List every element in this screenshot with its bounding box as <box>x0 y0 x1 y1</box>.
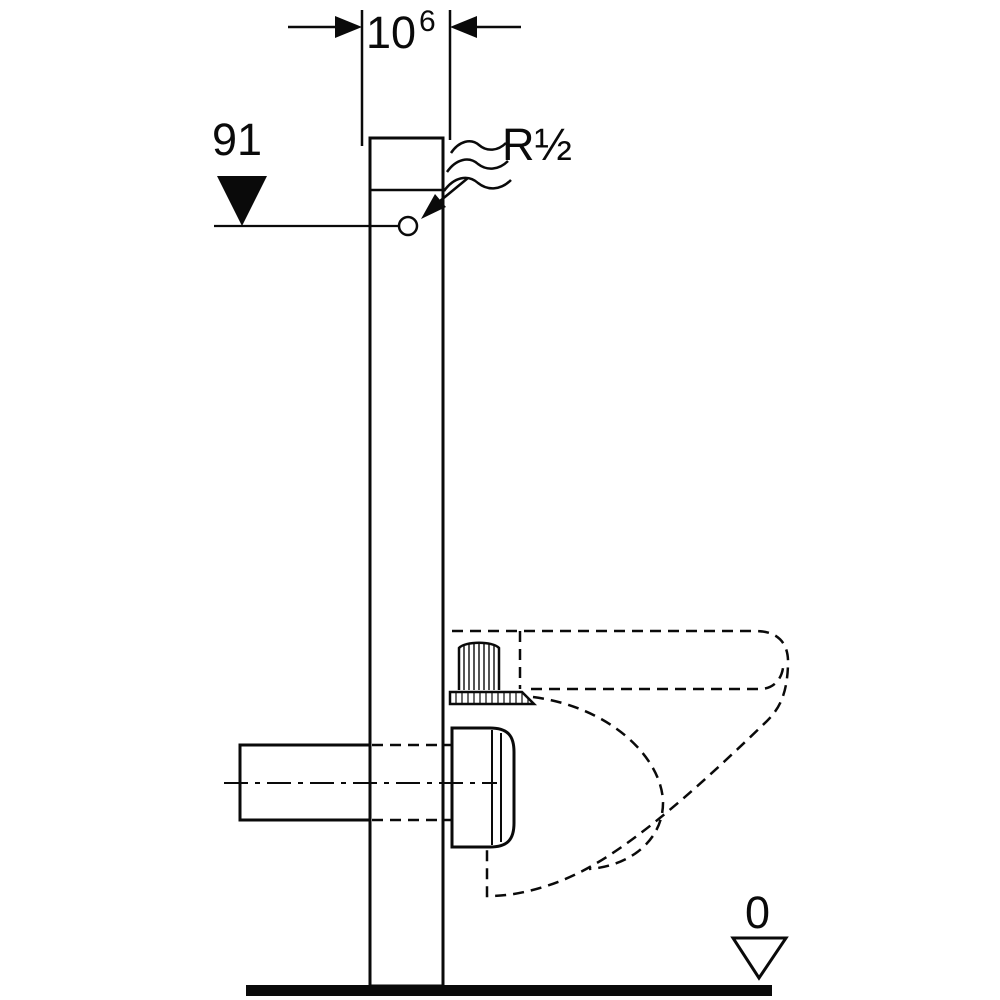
level-0-label: 0 <box>745 887 770 938</box>
toilet-bowl-inner <box>532 695 665 871</box>
dimension-arrowhead-right-icon <box>450 16 477 38</box>
depth-dimension-value: 10 <box>366 7 416 58</box>
water-supply-label: R½ <box>502 119 572 170</box>
floor-line <box>246 985 772 996</box>
level-marker-0: 0 <box>730 887 789 981</box>
water-wave-icon <box>449 140 507 154</box>
level-marker-91: 91 <box>212 114 399 228</box>
flush-bend-ribs <box>463 643 495 690</box>
depth-dimension-superscript: 6 <box>419 5 436 38</box>
level-91-label: 91 <box>212 114 262 165</box>
water-wave-icon <box>445 158 509 173</box>
water-connection-point <box>397 215 419 237</box>
module-body <box>368 136 445 988</box>
toilet-bowl-outer <box>452 629 790 898</box>
level-triangle-filled-icon <box>217 176 267 226</box>
dimension-arrowhead-left-icon <box>335 16 362 38</box>
drain-socket-rings <box>491 730 502 845</box>
toilet-rim-inner <box>531 667 785 691</box>
mounting-plate-hatch <box>455 692 529 704</box>
drain-socket-body <box>450 726 516 849</box>
module <box>368 136 445 988</box>
water-wave-icon <box>442 176 512 192</box>
water-supply-callout <box>421 140 512 219</box>
level-triangle-open-icon <box>730 936 789 981</box>
water-arrow-line <box>439 177 469 202</box>
drain-connection <box>450 726 516 849</box>
water-arrowhead-icon <box>421 194 446 219</box>
depth-dimension <box>288 10 521 146</box>
flush-connection <box>448 641 538 706</box>
